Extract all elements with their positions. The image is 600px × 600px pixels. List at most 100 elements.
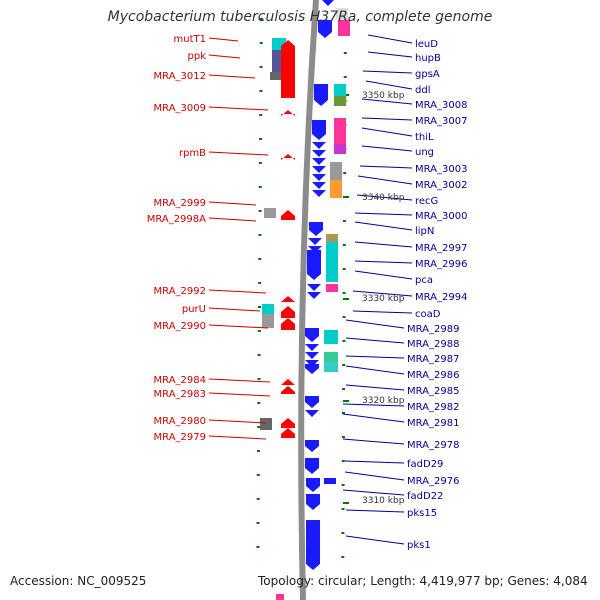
right-label-leader — [345, 355, 405, 359]
left-gene-label: MRA_2980 — [154, 416, 206, 427]
tick-mark — [341, 508, 345, 510]
major-tick — [343, 502, 349, 504]
plus-gene — [305, 458, 319, 474]
left-label-leader — [208, 307, 261, 312]
cog-bar — [324, 362, 338, 372]
right-gene-label: MRA_2976 — [407, 476, 459, 487]
left-label-leader — [208, 378, 271, 383]
left-gene-label: MRA_2984 — [154, 375, 206, 386]
right-label-leader — [345, 337, 405, 344]
cog-bar — [326, 284, 338, 292]
right-gene-label: MRA_3003 — [415, 164, 467, 175]
right-label-leader — [345, 535, 405, 545]
right-gene-label: MRA_2997 — [415, 243, 467, 254]
tick-mark — [342, 220, 346, 222]
cog-bar — [270, 72, 286, 80]
left-gene-label: MRA_2999 — [154, 198, 206, 209]
major-tick — [343, 196, 349, 198]
tick-mark — [342, 268, 346, 270]
left-gene-label: mutT1 — [174, 34, 206, 45]
tick-mark — [258, 234, 262, 236]
tick-mark — [342, 340, 346, 342]
tick-mark — [257, 402, 261, 404]
plus-gene — [308, 246, 322, 253]
major-tick — [343, 298, 349, 300]
tick-mark — [342, 316, 346, 318]
plus-gene — [305, 344, 319, 351]
left-label-leader — [208, 54, 241, 59]
left-gene-label: purU — [182, 304, 206, 315]
left-gene-label: MRA_3012 — [154, 71, 206, 82]
left-label-leader — [208, 201, 257, 206]
right-gene-label: MRA_3007 — [415, 116, 467, 127]
cog-bar — [326, 234, 338, 242]
tick-mark — [258, 186, 262, 188]
cog-bar — [324, 352, 338, 362]
plus-gene — [312, 190, 326, 197]
right-gene-label: MRA_2981 — [407, 418, 459, 429]
tick-mark — [257, 378, 261, 380]
right-gene-label: MRA_2982 — [407, 402, 459, 413]
cog-bar — [260, 418, 272, 430]
right-label-leader — [345, 319, 405, 329]
right-label-leader — [359, 165, 413, 169]
plus-gene — [305, 396, 319, 408]
right-label-leader — [345, 365, 405, 375]
right-gene-label: pks15 — [407, 508, 437, 519]
plus-gene — [312, 150, 326, 157]
genome-backbone — [298, 0, 319, 600]
right-label-leader — [356, 194, 413, 201]
right-gene-label: MRA_3008 — [415, 100, 467, 111]
right-gene-label: lipN — [415, 226, 434, 237]
plus-gene — [312, 158, 326, 165]
cog-bar — [276, 594, 284, 600]
tick-mark — [259, 138, 263, 140]
plus-gene — [318, 20, 332, 38]
tick-mark — [342, 244, 346, 246]
topology-summary: Topology: circular; Length: 4,419,977 bp… — [258, 574, 588, 588]
tick-mark — [341, 460, 345, 462]
kbp-label: 3330 kbp — [362, 294, 405, 304]
left-gene-label: rpmB — [179, 148, 206, 159]
cog-bar — [334, 96, 346, 106]
plus-gene — [322, 0, 334, 6]
plus-gene — [306, 520, 320, 570]
tick-mark — [342, 364, 346, 366]
right-gene-label: MRA_2987 — [407, 354, 459, 365]
tick-mark — [257, 450, 260, 452]
plus-gene — [312, 174, 326, 181]
right-label-leader — [361, 127, 413, 137]
cog-bar — [262, 314, 274, 328]
right-gene-label: MRA_3002 — [415, 180, 467, 191]
tick-mark — [341, 532, 345, 534]
plus-gene — [314, 84, 328, 106]
plus-gene — [307, 284, 321, 291]
tick-mark — [256, 474, 260, 476]
plus-gene — [307, 292, 321, 299]
plus-gene — [305, 328, 319, 342]
right-gene-label: MRA_2986 — [407, 370, 459, 381]
right-label-leader — [352, 290, 413, 297]
tick-mark — [341, 556, 345, 558]
right-gene-label: MRA_2978 — [407, 440, 459, 451]
cog-color-bars — [260, 8, 350, 600]
genome-title: Mycobacterium tuberculosis H37Ra, comple… — [107, 9, 493, 25]
plus-gene — [309, 222, 323, 236]
tick-mark — [257, 426, 261, 428]
left-gene-label: MRA_2979 — [154, 432, 206, 443]
tick-mark — [257, 354, 261, 356]
minus-gene — [281, 379, 295, 385]
right-gene-label: coaD — [415, 309, 441, 320]
right-label-leader — [362, 70, 413, 74]
left-label-leader — [208, 435, 267, 440]
right-label-leader — [354, 241, 413, 248]
minus-gene — [281, 210, 295, 220]
left-label-leader — [208, 419, 267, 424]
tick-mark — [342, 292, 346, 294]
right-gene-label: leuD — [415, 39, 438, 50]
right-label-leader — [344, 471, 405, 481]
left-label-leader — [208, 324, 269, 329]
right-gene-label: pca — [415, 275, 433, 286]
left-label-leader — [208, 289, 267, 294]
